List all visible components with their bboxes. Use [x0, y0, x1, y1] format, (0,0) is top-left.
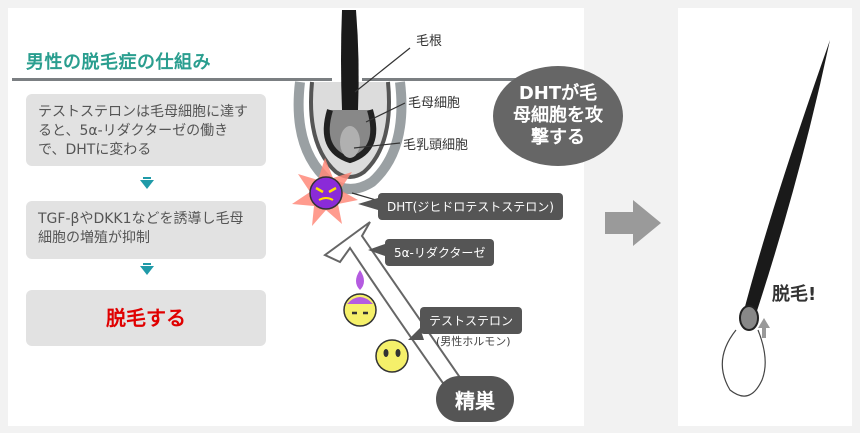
fallen-hair [742, 40, 830, 320]
dht-molecule [309, 176, 343, 210]
label-dht: DHT(ジヒドロテストステロン) [378, 193, 563, 220]
title-underline-right [362, 78, 584, 81]
label-male-hormone: (男性ホルモン) [436, 335, 511, 348]
hair-shaft [341, 10, 359, 110]
follicle-outer [293, 81, 407, 194]
papilla [340, 126, 360, 158]
label-testosterone: テストステロン [420, 307, 523, 334]
fallen-hair-bulb [739, 305, 759, 331]
label-5a-reductase: 5α-リダクターゼ [385, 239, 495, 266]
label-hair-root: 毛根 [416, 34, 443, 49]
label-hair-matrix: 毛母細胞 [408, 96, 461, 111]
dht-attack-badge: DHTが毛母細胞を攻撃する [493, 66, 623, 166]
testis-badge: 精巣 [436, 376, 514, 422]
hair-loss-label: 脱毛! [772, 284, 817, 305]
diagram-title: 男性の脱毛症の仕組み [26, 52, 211, 73]
step-growth-suppression: TGF-βやDKK1などを誘導し毛母細胞の増殖が抑制 [26, 201, 266, 259]
step-testosterone-conversion: テストステロンは毛母細胞に達すると、5α-リダクターゼの働きで、DHTに変わる [26, 94, 266, 166]
title-underline [12, 78, 332, 81]
down-arrow-icon [140, 263, 154, 275]
up-arrow-icon [758, 318, 770, 338]
big-right-arrow-icon [605, 200, 661, 246]
step-hair-loss: 脱毛する [26, 290, 266, 346]
testosterone-molecule [375, 339, 409, 373]
reductase-drop [356, 270, 364, 290]
label-dermal-papilla: 毛乳頭細胞 [403, 138, 469, 153]
down-arrow-icon [140, 177, 154, 189]
